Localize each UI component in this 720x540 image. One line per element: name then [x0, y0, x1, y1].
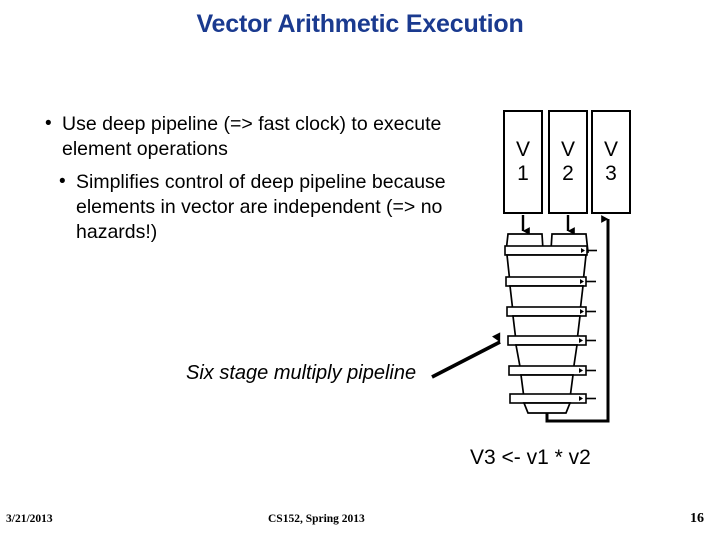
footer-course: CS152, Spring 2013 — [268, 513, 365, 525]
pipeline-stage-2-body — [506, 254, 587, 284]
pipeline-register-1 — [504, 245, 597, 256]
bullet-item-2: • Simplifies control of deep pipeline be… — [38, 170, 488, 246]
pipeline-output-funnel — [522, 402, 572, 414]
bullet-item-1: • Use deep pipeline (=> fast clock) to e… — [38, 112, 488, 163]
footer-date: 3/21/2013 — [6, 513, 53, 525]
vector-register-v2-line1: V — [560, 138, 575, 162]
pipeline-stage-5-body — [514, 344, 578, 373]
pipeline-register-4 — [507, 335, 596, 346]
bullet-list: • Use deep pipeline (=> fast clock) to e… — [38, 112, 488, 253]
pipeline-register-3 — [506, 306, 596, 317]
pipeline-stage-6-body — [520, 374, 574, 399]
vector-register-v2-line2: 2 — [562, 162, 574, 185]
pipeline-caption: Six stage multiply pipeline — [186, 362, 417, 384]
vector-register-v3: V 3 — [591, 110, 631, 214]
caption-pointer-arrow — [431, 332, 501, 379]
pipeline-stage-3-body — [509, 285, 584, 313]
result-feedback-path — [545, 215, 610, 423]
vector-register-v3-line2: 3 — [605, 162, 617, 185]
vector-register-v1-line1: V — [515, 138, 530, 162]
pipeline-register-5 — [508, 365, 596, 376]
page-title: Vector Arithmetic Execution — [196, 10, 524, 38]
footer-page-number: 16 — [690, 511, 704, 526]
bullet-item-2-text: Simplifies control of deep pipeline beca… — [76, 170, 446, 244]
vector-register-v1-line2: 1 — [517, 162, 529, 185]
pipeline-stage-4-body — [512, 315, 581, 342]
bullet-item-1-text: Use deep pipeline (=> fast clock) to exe… — [62, 113, 442, 161]
result-expression: V3 <- v1 * v2 — [470, 446, 591, 469]
vector-register-v3-line1: V — [603, 138, 618, 162]
bullet-marker-icon: • — [59, 170, 66, 192]
pipeline-stage-1-body — [505, 233, 589, 253]
bullet-marker-icon: • — [45, 113, 52, 134]
vector-register-v1: V 1 — [503, 110, 543, 214]
pipeline-register-6 — [509, 393, 596, 404]
vector-register-v2: V 2 — [548, 110, 588, 214]
pipeline-register-2 — [505, 276, 596, 287]
